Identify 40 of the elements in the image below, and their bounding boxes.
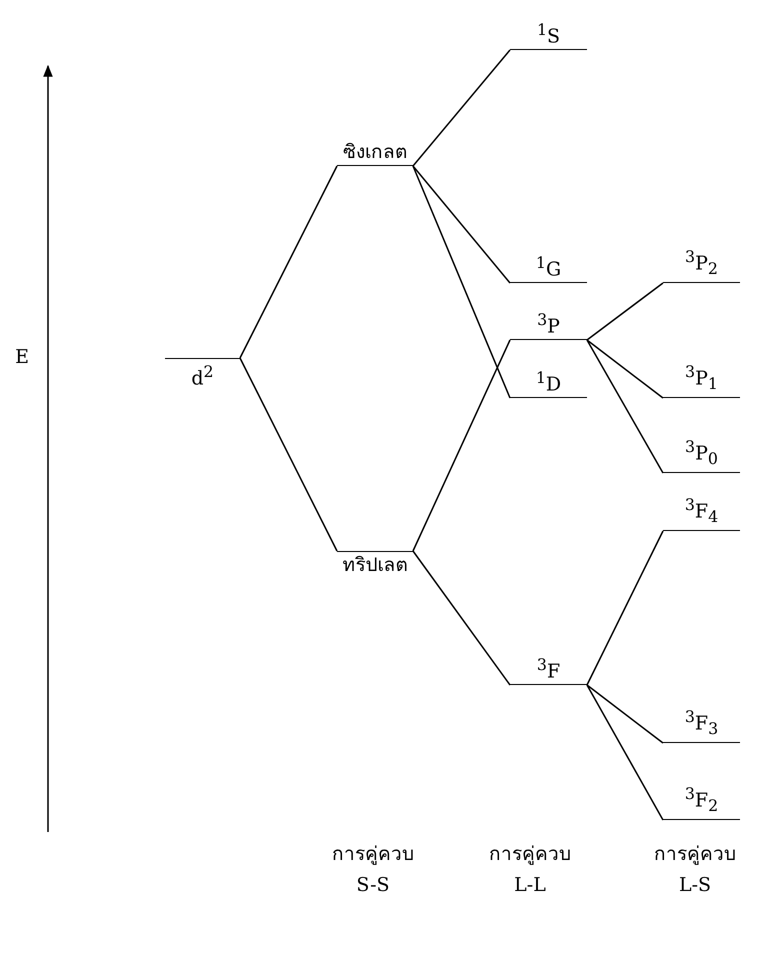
column-heading: S-S	[356, 874, 390, 896]
connector-line	[586, 530, 664, 686]
term-symbol: $^{3}$P$_{2}$	[685, 246, 718, 280]
term-symbol: $^{3}$F$_{2}$	[684, 782, 718, 817]
term-symbol: $^{3}$F$_{3}$	[684, 706, 718, 740]
term-symbol: $^{3}$P$_{1}$	[685, 360, 718, 395]
energy-level	[663, 499, 740, 531]
connector-line	[412, 166, 511, 284]
connector-line	[239, 166, 338, 358]
term-symbol: $^{1}$D	[536, 366, 562, 397]
column-heading: L-L	[514, 874, 546, 896]
connector-line	[412, 166, 511, 398]
connector-line	[586, 684, 664, 820]
energy-level	[663, 366, 740, 398]
connector-line	[412, 50, 511, 166]
term-symbol: $^{3}$P	[537, 308, 560, 339]
energy-level	[663, 711, 740, 743]
term-symbol: ทริปเลต	[342, 553, 408, 578]
axis-label: E	[15, 346, 29, 368]
column-heading: การคู่ควบ	[489, 842, 571, 867]
term-symbol: $^{1}$S	[536, 18, 560, 49]
connector-line	[586, 684, 664, 744]
term-symbol: $^{3}$F$_{4}$	[684, 494, 718, 528]
column-heading: L-S	[678, 874, 712, 896]
connector-line	[586, 282, 664, 341]
term-symbol: $^{3}$P$_{0}$	[685, 436, 718, 470]
energy-level	[663, 441, 740, 473]
connector-line	[239, 358, 338, 552]
term-symbol: d$^{2}$	[191, 361, 214, 392]
connector-line	[412, 550, 511, 686]
energy-level	[663, 788, 740, 820]
term-symbol: ซิงเกลต	[343, 140, 407, 165]
connector-line	[412, 340, 511, 552]
connector-line	[586, 340, 664, 474]
energy-level	[663, 251, 740, 283]
term-symbol: $^{3}$F	[536, 654, 560, 684]
column-heading: การคู่ควบ	[654, 842, 736, 867]
column-heading: การคู่ควบ	[332, 842, 414, 867]
connector-line	[586, 339, 664, 399]
term-symbol: $^{1}$G	[536, 252, 562, 282]
